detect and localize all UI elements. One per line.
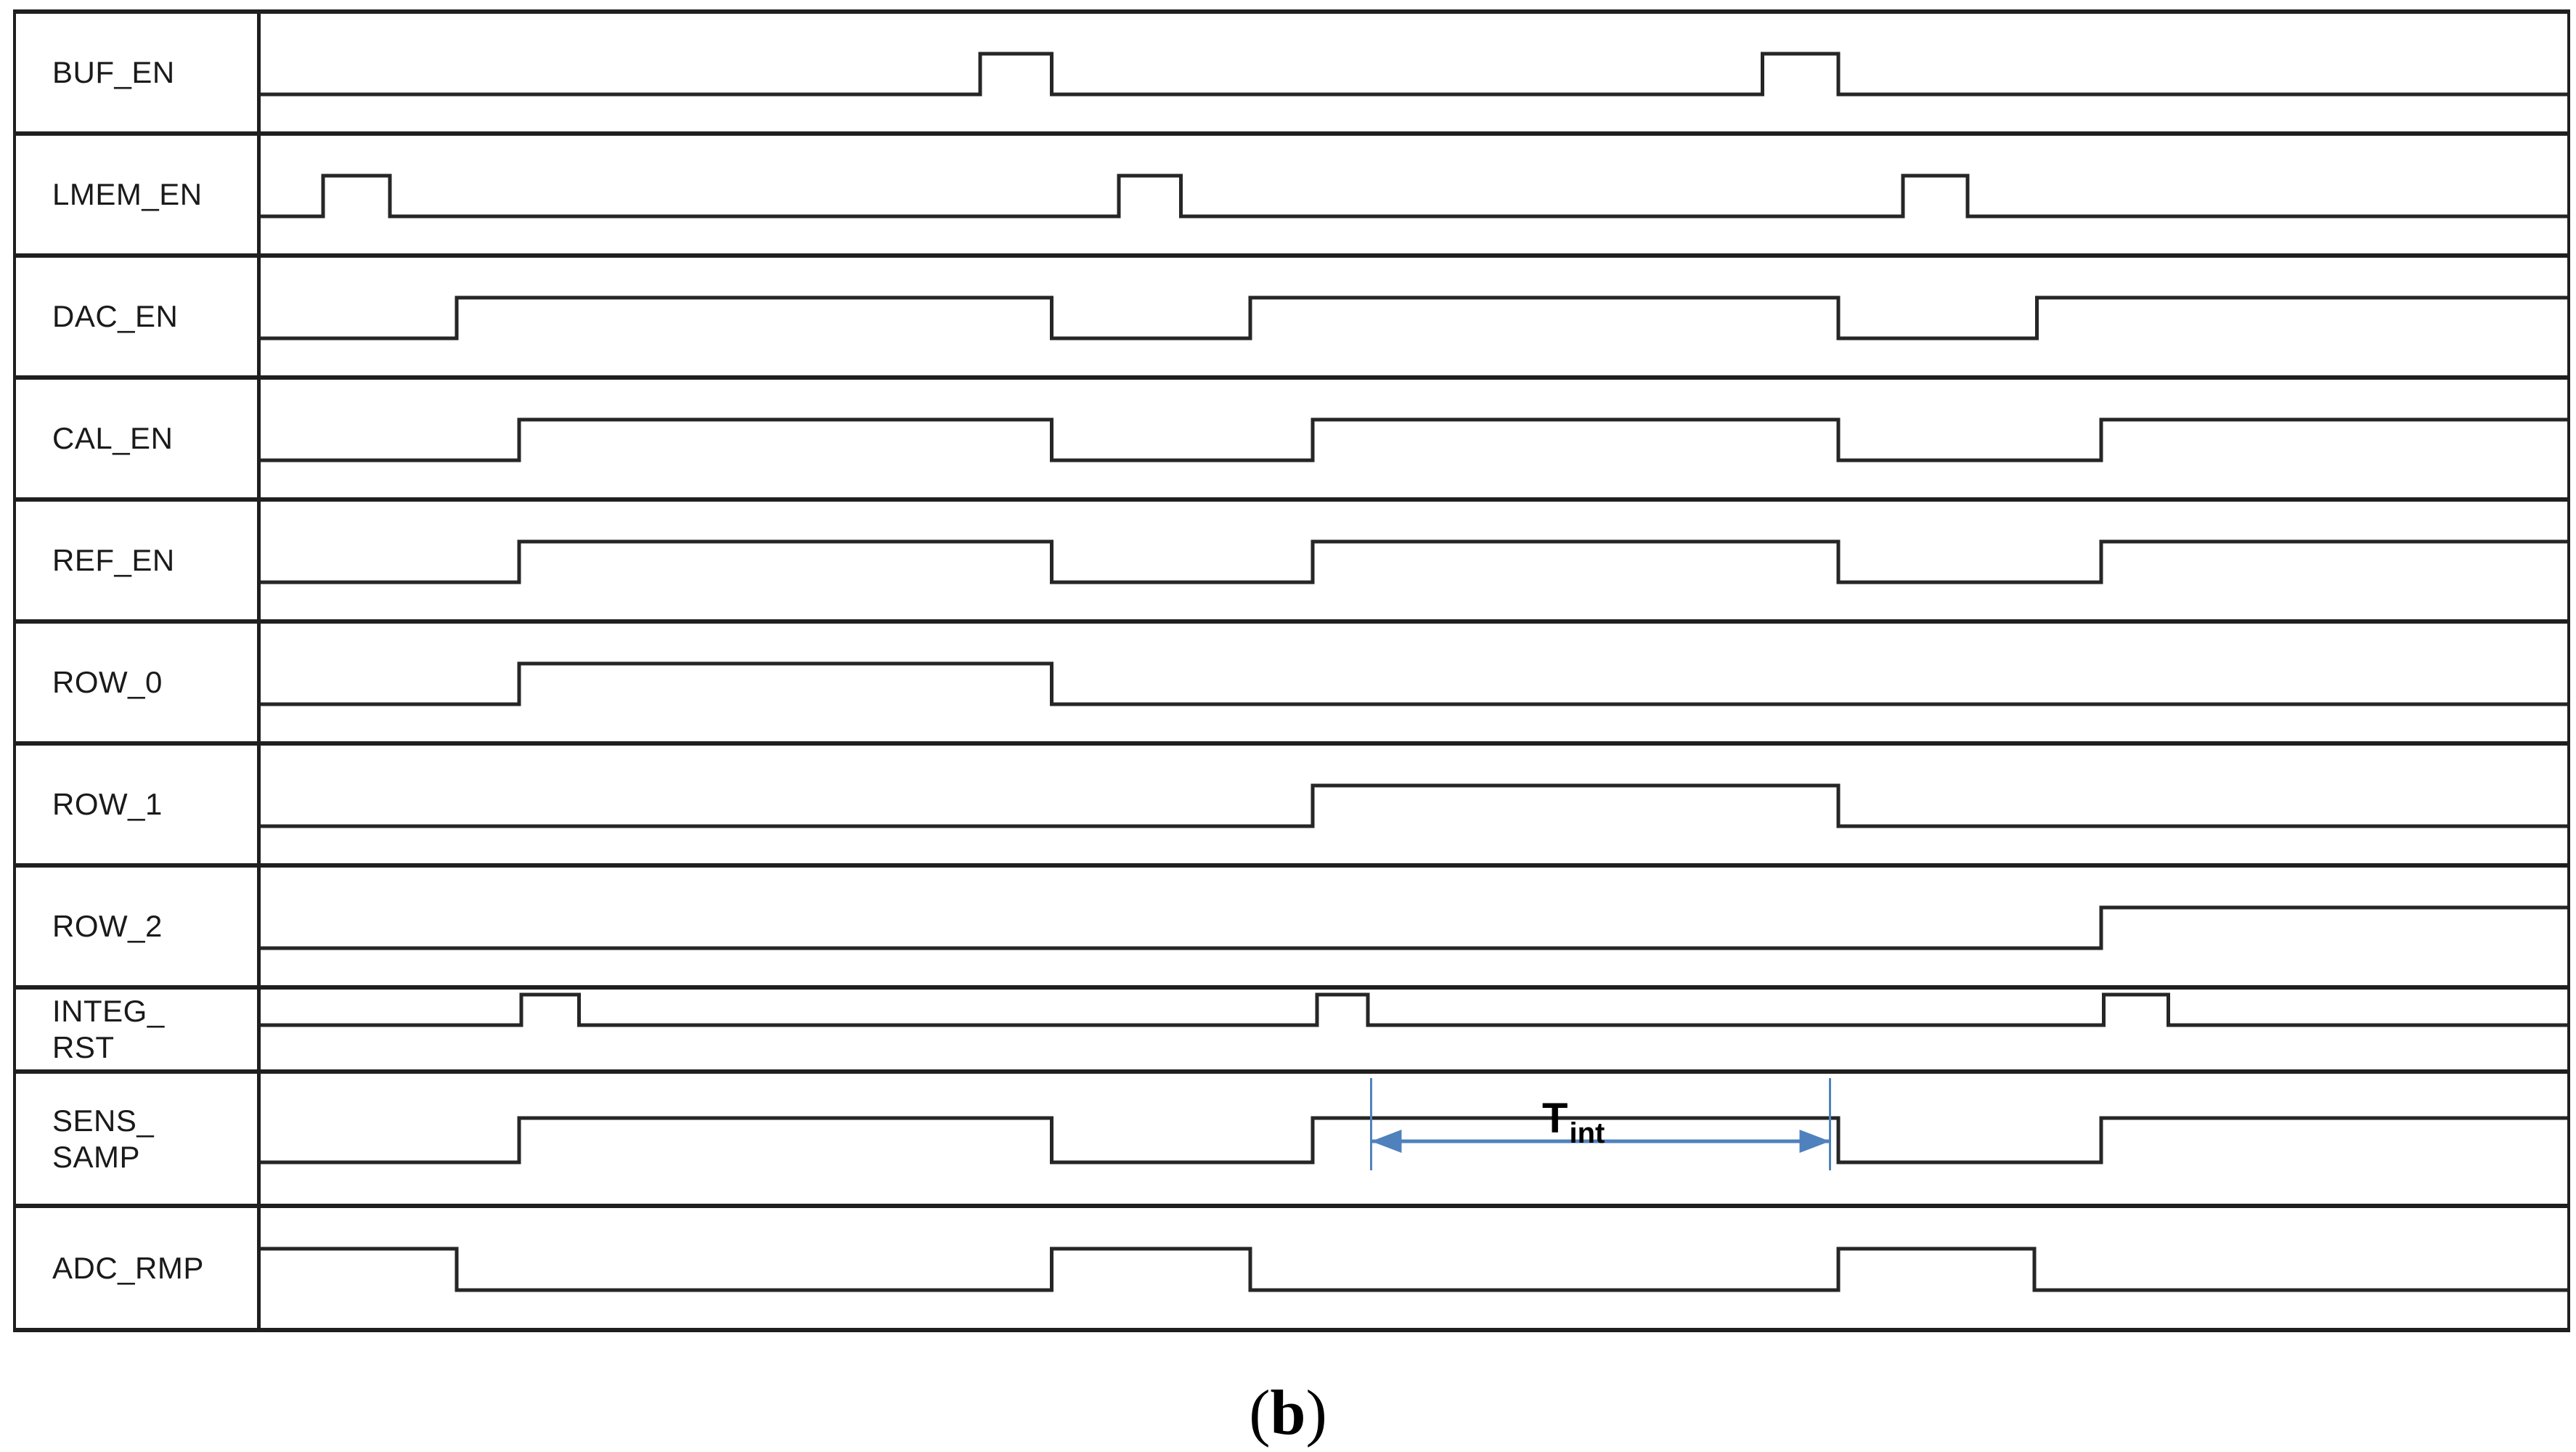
- signal-label-lmem_en: LMEM_EN: [16, 136, 261, 253]
- signal-label-dac_en: DAC_EN: [16, 258, 261, 375]
- signal-row-integ_rst: INTEG_RST: [16, 990, 2567, 1074]
- signal-label-line: ROW_2: [52, 909, 163, 944]
- signal-label-line: CAL_EN: [52, 421, 174, 456]
- signal-label-line: SENS_: [52, 1103, 155, 1138]
- signal-label-line: SAMP: [52, 1139, 141, 1174]
- signal-label-line: BUF_EN: [52, 55, 175, 90]
- caption-letter: b: [1270, 1378, 1306, 1448]
- signal-row-dac_en: DAC_EN: [16, 258, 2567, 380]
- caption-open-paren: (: [1249, 1378, 1271, 1448]
- signal-label-line: REF_EN: [52, 543, 175, 578]
- signal-label-row_1: ROW_1: [16, 746, 261, 863]
- waveform-row_1: [261, 746, 2567, 863]
- signal-label-line: RST: [52, 1030, 115, 1064]
- signal-label-line: DAC_EN: [52, 299, 179, 334]
- signal-label-line: ROW_1: [52, 787, 163, 822]
- signal-row-lmem_en: LMEM_EN: [16, 136, 2567, 258]
- caption-close-paren: ): [1305, 1378, 1327, 1448]
- signal-row-adc_rmp: ADC_RMP: [16, 1208, 2567, 1332]
- waveform-dac_en: [261, 258, 2567, 375]
- waveform-cal_en: [261, 380, 2567, 497]
- signal-row-row_1: ROW_1: [16, 746, 2567, 868]
- signal-label-cal_en: CAL_EN: [16, 380, 261, 497]
- signal-label-line: LMEM_EN: [52, 177, 203, 212]
- signal-label-line: ROW_0: [52, 665, 163, 700]
- waveform-buf_en: [261, 14, 2567, 131]
- signal-label-buf_en: BUF_EN: [16, 14, 261, 131]
- signal-label-sens_samp: SENS_SAMP: [16, 1074, 261, 1204]
- waveform-row_2: [261, 868, 2567, 985]
- signal-label-line: INTEG_: [52, 994, 165, 1029]
- waveform-row_0: [261, 624, 2567, 741]
- waveform-sens_samp: [261, 1074, 2567, 1204]
- signal-row-buf_en: BUF_EN: [16, 14, 2567, 136]
- waveform-adc_rmp: [261, 1208, 2567, 1328]
- signal-row-cal_en: CAL_EN: [16, 380, 2567, 502]
- waveform-lmem_en: [261, 136, 2567, 253]
- signal-label-integ_rst: INTEG_RST: [16, 990, 261, 1069]
- signal-label-line: ADC_RMP: [52, 1250, 204, 1285]
- signal-label-ref_en: REF_EN: [16, 502, 261, 619]
- figure-caption: (b): [0, 1376, 2576, 1450]
- signal-row-sens_samp: SENS_SAMP: [16, 1074, 2567, 1208]
- waveform-integ_rst: [261, 990, 2567, 1069]
- waveform-ref_en: [261, 502, 2567, 619]
- signal-row-ref_en: REF_EN: [16, 502, 2567, 624]
- signal-row-row_2: ROW_2: [16, 868, 2567, 990]
- signal-label-row_0: ROW_0: [16, 624, 261, 741]
- signal-row-row_0: ROW_0: [16, 624, 2567, 746]
- signal-label-adc_rmp: ADC_RMP: [16, 1208, 261, 1328]
- signal-label-row_2: ROW_2: [16, 868, 261, 985]
